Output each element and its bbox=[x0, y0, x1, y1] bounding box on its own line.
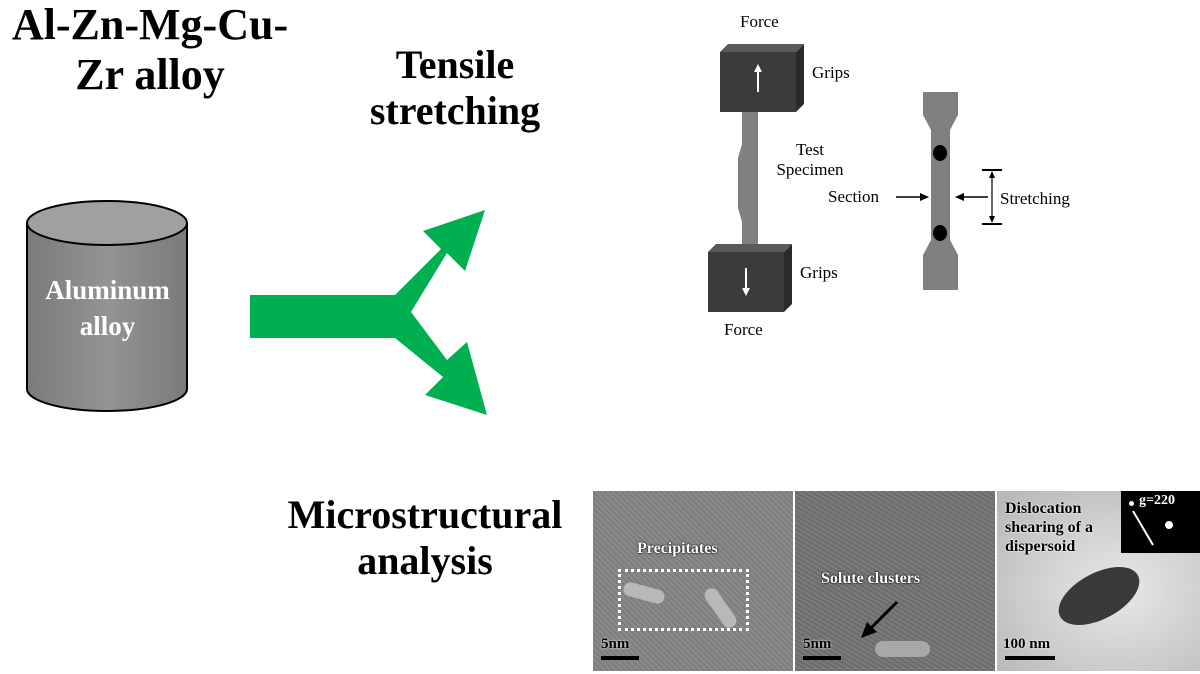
force-top-label: Force bbox=[740, 12, 779, 31]
alloy-title: Al-Zn-Mg-Cu- Zr alloy bbox=[0, 0, 300, 100]
tem-panel-dislocation: g=220 Dislocation shearing of a disperso… bbox=[996, 490, 1200, 672]
tensile-title-line1: Tensile bbox=[395, 42, 515, 87]
top-grip bbox=[720, 44, 804, 112]
force-bottom-label: Force bbox=[724, 320, 763, 339]
diffraction-inset: g=220 bbox=[1121, 491, 1200, 553]
scale-label: 5nm bbox=[803, 636, 832, 652]
tem-panel-precipitates: Precipitates 5nm bbox=[592, 490, 794, 672]
micro-title-line1: Microstructural bbox=[287, 492, 563, 537]
precipitates-box bbox=[618, 569, 749, 631]
precipitates-label: Precipitates bbox=[637, 540, 718, 557]
scale-label: 100 nm bbox=[1003, 636, 1051, 652]
section-label: Section bbox=[828, 187, 879, 206]
grips-top-label: Grips bbox=[812, 63, 850, 82]
micro-title: Microstructural analysis bbox=[255, 492, 595, 584]
solute-clusters-label: Solute clusters bbox=[821, 570, 921, 587]
pointer-arrow-icon bbox=[861, 600, 899, 638]
specimen-label-line2: Specimen bbox=[776, 160, 844, 179]
tem-panel-solute-clusters: Solute clusters 5nm bbox=[794, 490, 996, 672]
cluster-particle bbox=[875, 641, 930, 657]
dislocation-label-line2: shearing of a bbox=[1005, 519, 1093, 536]
grips-bottom-label: Grips bbox=[800, 263, 838, 282]
stretched-specimen bbox=[923, 92, 958, 290]
specimen-label: Test Specimen bbox=[770, 140, 850, 180]
dislocation-label-line3: dispersoid bbox=[1005, 538, 1076, 555]
dislocation-label: Dislocation shearing of a dispersoid bbox=[1005, 499, 1093, 556]
cylinder-label: Aluminum alloy bbox=[20, 272, 195, 344]
dislocation-label-line1: Dislocation bbox=[1005, 500, 1082, 517]
tensile-title: Tensile stretching bbox=[330, 42, 580, 134]
tensile-title-line2: stretching bbox=[369, 88, 541, 133]
split-arrow bbox=[250, 210, 487, 415]
g-vector-label: g=220 bbox=[1139, 493, 1175, 508]
stretching-label: Stretching bbox=[1000, 189, 1070, 208]
dispersoid-particle bbox=[1049, 555, 1149, 637]
alloy-title-line1: Al-Zn-Mg-Cu- bbox=[11, 0, 289, 49]
aluminum-cylinder bbox=[26, 200, 188, 412]
micro-title-line2: analysis bbox=[357, 538, 493, 583]
cylinder-label-line2: alloy bbox=[79, 311, 136, 341]
alloy-title-line2: Zr alloy bbox=[75, 50, 225, 99]
tensile-test-diagram bbox=[708, 44, 1002, 312]
scale-bar bbox=[601, 656, 639, 660]
scale-bar bbox=[803, 656, 841, 660]
bottom-grip bbox=[708, 244, 792, 312]
scale-bar bbox=[1005, 656, 1055, 660]
cylinder-label-line1: Aluminum bbox=[45, 275, 170, 305]
scale-label: 5nm bbox=[601, 636, 630, 652]
specimen-label-line1: Test bbox=[795, 140, 825, 159]
